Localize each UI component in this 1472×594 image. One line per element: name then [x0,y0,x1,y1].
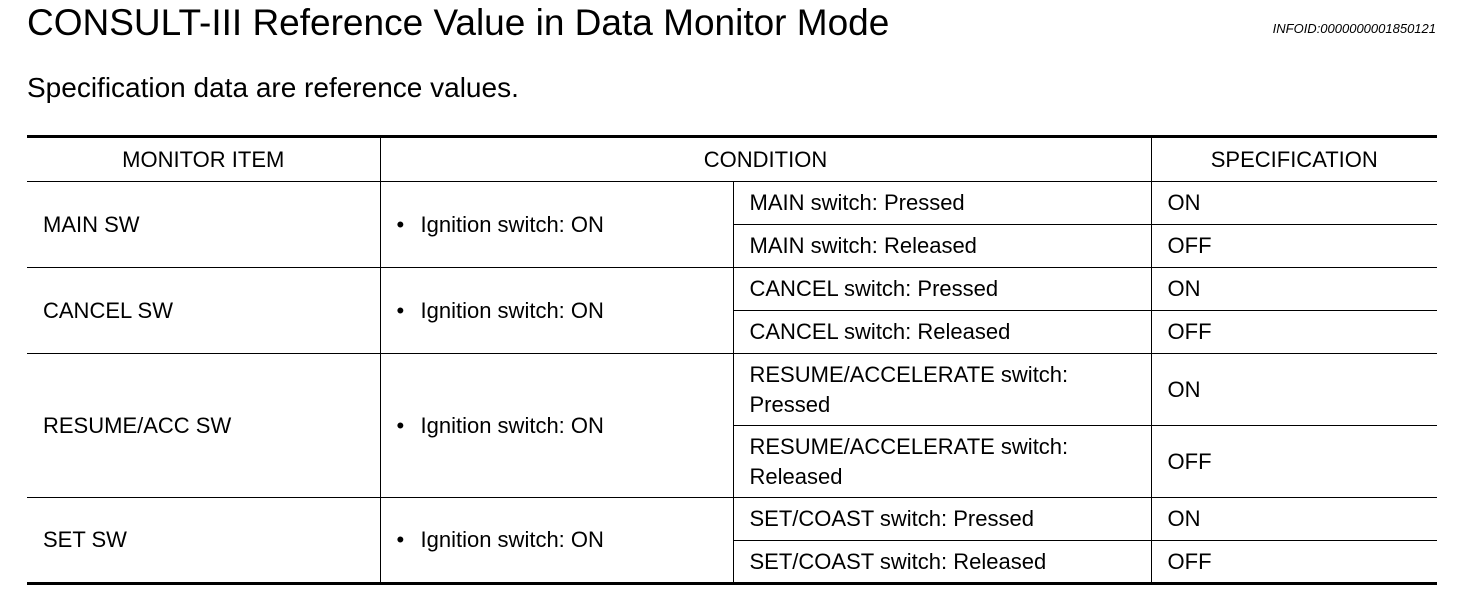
specification-cell: OFF [1150,540,1438,585]
header-condition: CONDITION [379,135,1152,182]
table-row: SET/COAST switch: Released OFF [27,540,1438,585]
monitor-item-cell: RESUME/ACC SW [27,353,381,498]
sub-condition-cell: SET/COAST switch: Pressed [732,497,1152,541]
condition-cell: • Ignition switch: ON [379,353,734,498]
table-row: RESUME/ACC SW • Ignition switch: ON RESUM… [27,353,1438,498]
info-id: INFOID:0000000001850121 [1272,21,1436,36]
header-specification: SPECIFICATION [1150,135,1438,182]
condition-text: Ignition switch: ON [420,297,604,323]
sub-condition-cell: CANCEL switch: Pressed [732,267,1152,311]
specification-cell: ON [1150,353,1438,426]
specification-cell: OFF [1150,425,1438,498]
specification-cell: ON [1150,267,1438,311]
bullet-icon: • [396,412,405,438]
bullet-icon: • [396,527,405,552]
table-row: CANCEL SW • Ignition switch: ON CANCEL sw… [27,267,1438,354]
condition-cell: • Ignition switch: ON [379,267,734,354]
page-subtitle: Specification data are reference values. [27,72,519,103]
table-row: MAIN SW • Ignition switch: ON MAIN switch… [27,181,1438,268]
table-row: CANCEL switch: Released OFF [27,310,1438,354]
table-row: SET SW • Ignition switch: ON SET/COAST sw… [27,497,1438,585]
table-row: MAIN switch: Released OFF [27,224,1438,268]
table-header-row: MONITOR ITEM CONDITION SPECIFICATION [27,135,1438,182]
condition-text: Ignition switch: ON [420,527,604,552]
header-monitor-item: MONITOR ITEM [27,135,381,182]
monitor-item-cell: MAIN SW [27,181,381,268]
monitor-item-cell: SET SW [27,497,381,585]
sub-condition-cell: CANCEL switch: Released [733,310,1152,354]
reference-value-table: MONITOR ITEM CONDITION SPECIFICATION MAI… [27,135,1438,585]
bullet-icon: • [396,297,405,323]
sub-condition-cell: RESUME/ACCELERATE switch: Pressed [732,353,1152,426]
monitor-item-cell: CANCEL SW [27,267,381,354]
specification-cell: ON [1150,497,1438,541]
sub-condition-cell: MAIN switch: Pressed [732,181,1152,225]
specification-cell: ON [1150,181,1438,225]
sub-condition-cell: SET/COAST switch: Released [733,540,1152,585]
page-title: CONSULT-III Reference Value in Data Moni… [27,2,890,43]
sub-condition-cell: MAIN switch: Released [733,224,1152,268]
specification-cell: OFF [1150,310,1438,354]
condition-text: Ignition switch: ON [420,412,604,438]
condition-cell: • Ignition switch: ON [379,497,734,585]
condition-text: Ignition switch: ON [420,211,604,237]
specification-cell: OFF [1150,224,1438,268]
bullet-icon: • [396,211,405,237]
sub-condition-cell: RESUME/ACCELERATE switch: Released [733,425,1152,498]
condition-cell: • Ignition switch: ON [379,181,734,268]
